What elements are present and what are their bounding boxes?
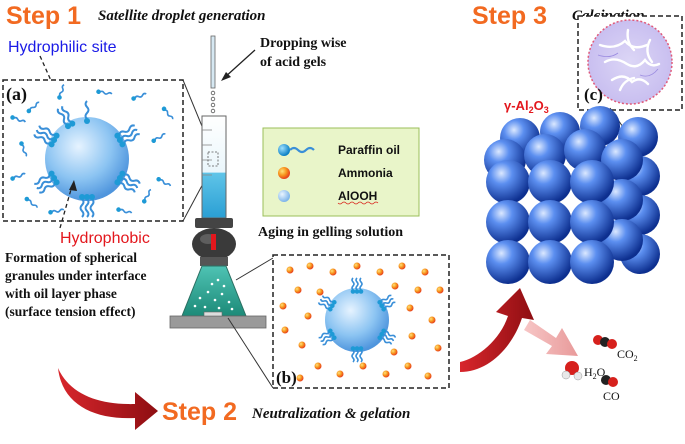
co2-molecule <box>593 335 617 349</box>
dropping-line2: of acid gels <box>260 55 327 70</box>
pore-structure <box>587 19 673 105</box>
hydrophobic-pointer <box>59 185 73 229</box>
dropping-line1: Dropping wise <box>260 36 346 51</box>
co-label: CO <box>603 389 620 403</box>
legend-item-alooh: AlOOH <box>338 189 377 203</box>
hydrophobic-label: Hydrophobic <box>60 230 150 247</box>
panel-c-label: (c) <box>584 85 603 104</box>
step2-curved-arrow <box>58 368 158 430</box>
co2-label: CO2 <box>617 347 638 363</box>
legend-item-paraffin: Paraffin oil <box>338 143 400 157</box>
gamma-alumina-label: γ-Al2O3 <box>504 98 549 115</box>
step2-subtitle: Neutralization & gelation <box>251 406 410 422</box>
legend-item-ammonia: Ammonia <box>338 166 393 180</box>
burette-apparatus <box>169 35 267 329</box>
step1-label: Step 1 <box>6 2 81 30</box>
droplet-a <box>8 83 176 218</box>
step3-label: Step 3 <box>472 2 547 30</box>
hydrophilic-label: Hydrophilic site <box>8 39 117 56</box>
dropping-arrowhead <box>221 72 231 81</box>
hydrophobic-arrowhead <box>69 180 77 191</box>
panel-a-label: (a) <box>6 84 27 105</box>
formation-line1: Formation of spherical <box>5 250 137 265</box>
ammonia-particles <box>279 262 444 382</box>
step2-label: Step 2 <box>162 398 237 426</box>
h2o-label: H2O <box>584 365 606 381</box>
panel-b-label: (b) <box>276 368 297 387</box>
formation-line3: with oil layer phase <box>5 286 117 301</box>
step3-curved-arrow <box>460 288 534 372</box>
zoom-line-b-bottom <box>227 317 274 389</box>
co-molecule <box>601 375 618 387</box>
byproduct-arrow <box>524 320 578 356</box>
alumina-sphere-lattice <box>484 106 660 284</box>
zoom-line-b-top <box>235 257 274 281</box>
dropping-pointer <box>223 49 256 79</box>
legend-box: Paraffin oil Ammonia AlOOH <box>262 127 420 217</box>
formation-line2: granules under interface <box>5 268 147 283</box>
droplet-b <box>316 277 398 363</box>
aging-label: Aging in gelling solution <box>258 225 403 240</box>
step1-subtitle: Satellite droplet generation <box>98 8 266 24</box>
h2o-molecule <box>561 361 583 381</box>
formation-line4: (surface tension effect) <box>5 304 135 319</box>
